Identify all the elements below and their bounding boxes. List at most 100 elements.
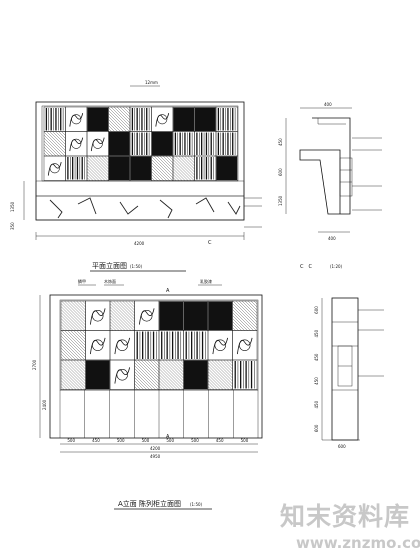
- bottom-side-base-label: 600: [338, 444, 346, 449]
- top-side-dim-3: 600: [278, 168, 283, 176]
- tile: [134, 359, 160, 390]
- tile: [86, 155, 109, 181]
- top-side-section-scale: (1:20): [330, 264, 343, 269]
- callout-1: 鳞甲: [78, 278, 86, 284]
- tile: [108, 155, 131, 181]
- tile: [194, 155, 217, 181]
- bay-dim-label: 500: [67, 438, 75, 443]
- tile: [85, 359, 111, 390]
- tile: [151, 131, 174, 157]
- tile: [183, 359, 209, 390]
- tile: [85, 330, 111, 361]
- tile: [108, 131, 131, 157]
- bottom-dim-height: 2700: [32, 359, 37, 370]
- tile: [215, 106, 238, 132]
- side-dim-label: 450: [314, 353, 319, 361]
- marble-vein: [77, 197, 97, 215]
- tile: [207, 359, 233, 390]
- bottom-dim-total: 4200: [150, 446, 161, 451]
- callout-2: 木饰面: [104, 278, 116, 284]
- bottom-elevation-scale: (1:50): [190, 502, 203, 507]
- tile: [65, 155, 88, 181]
- bottom-elevation-outline: [49, 294, 263, 439]
- bay-dim-label: 500: [142, 438, 150, 443]
- tile: [151, 106, 174, 132]
- top-dim-total: 4200: [134, 241, 145, 246]
- tile: [86, 131, 109, 157]
- tile: [134, 330, 160, 361]
- bay-dim-label: 450: [92, 438, 100, 443]
- bay-dim-label: 500: [117, 438, 125, 443]
- bay-dim-label: 500: [191, 438, 199, 443]
- bottom-dim-mid: 2400: [42, 399, 47, 410]
- tile: [43, 155, 66, 181]
- tile: [109, 359, 135, 390]
- bottom-elevation-title: A立面 陈列柜立面图: [118, 499, 181, 508]
- marble-vein: [159, 199, 173, 219]
- tile: [215, 155, 238, 181]
- top-side-dim-4: 1350: [278, 195, 283, 206]
- top-side-profile: [299, 117, 351, 215]
- bottom-axis-mark: A: [166, 434, 170, 440]
- tile: [232, 359, 258, 390]
- tile: [129, 155, 152, 181]
- watermark: 知末资料库 www.znzmo.com: [280, 502, 420, 552]
- top-callout-label: 12mm: [145, 80, 158, 85]
- bottom-side-outline: [331, 297, 359, 441]
- bottom-lower-bays: [59, 389, 259, 438]
- top-side-drawer: [339, 157, 353, 197]
- callout-3: 乳胶漆: [200, 278, 212, 284]
- top-side-section: 400 450 600 1350 400 C C (1:20): [278, 102, 382, 270]
- marble-veins: [49, 197, 241, 219]
- bottom-dim-total2: 4950: [150, 454, 161, 459]
- marble-vein: [227, 201, 241, 215]
- tile: [232, 300, 258, 331]
- tile: [194, 131, 217, 157]
- tile: [86, 106, 109, 132]
- top-side-base-label: 400: [328, 236, 336, 241]
- watermark-brand: 知末资料库: [280, 502, 410, 531]
- tile: [43, 131, 66, 157]
- top-counter-band: [35, 180, 245, 197]
- side-dim-label: 600: [314, 306, 319, 314]
- watermark-url: www.znzmo.com: [296, 534, 420, 552]
- top-dim-height: 1350: [10, 201, 15, 212]
- top-side-dim-2: 450: [278, 138, 283, 146]
- tile: [65, 106, 88, 132]
- marble-vein: [49, 199, 63, 219]
- tile: [109, 330, 135, 361]
- tile: [109, 300, 135, 331]
- tile: [172, 155, 195, 181]
- tile: [60, 330, 86, 361]
- tile: [129, 131, 152, 157]
- marble-vein: [119, 201, 139, 215]
- top-side-section-label: C C: [300, 264, 312, 270]
- tile: [85, 300, 111, 331]
- tile: [151, 155, 174, 181]
- tile: [232, 330, 258, 361]
- top-tile-grid: [43, 106, 238, 181]
- bay-dim-label: 500: [166, 438, 174, 443]
- bottom-tile-grid: [60, 300, 258, 390]
- tile: [194, 106, 217, 132]
- top-elevation-title: 平面立面图: [92, 261, 127, 270]
- tile: [60, 359, 86, 390]
- tile: [65, 131, 88, 157]
- top-marble-base: [35, 195, 245, 221]
- tile: [215, 131, 238, 157]
- side-dim-label: 600: [314, 424, 319, 432]
- bay-dim-label: 450: [216, 438, 224, 443]
- tile: [172, 131, 195, 157]
- top-dim-base: 350: [10, 222, 15, 230]
- bottom-axis-mark-top: A: [166, 288, 170, 294]
- tile: [60, 300, 86, 331]
- top-section-mark: C: [208, 240, 212, 246]
- tile: [108, 106, 131, 132]
- tile: [183, 330, 209, 361]
- tile: [172, 106, 195, 132]
- tile: [134, 300, 160, 331]
- side-dim-label: 450: [314, 329, 319, 337]
